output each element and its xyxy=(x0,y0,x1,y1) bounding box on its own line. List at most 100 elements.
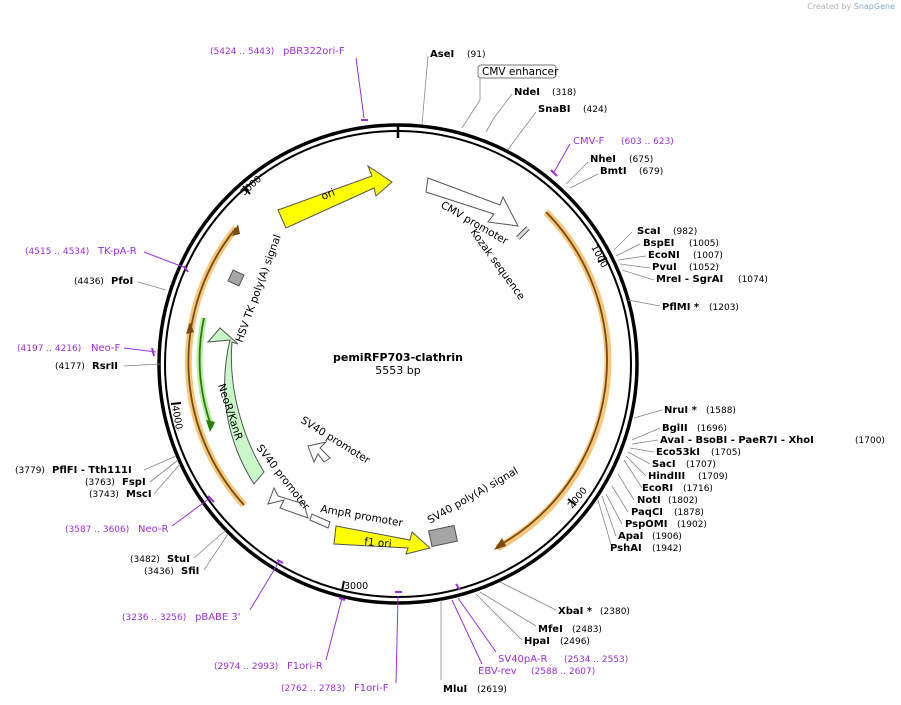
cmv-promoter-arrow xyxy=(425,177,519,227)
leader-nhei xyxy=(565,161,589,185)
primer-name-f1ori-r[interactable]: F1ori-R xyxy=(287,661,323,672)
enzyme-name-mlui[interactable]: MluI xyxy=(443,684,467,695)
primer-name-tk-pa-r[interactable]: TK-pA-R xyxy=(97,246,137,257)
enzyme-name-fspi[interactable]: FspI xyxy=(122,477,146,488)
primer-name-neo-r[interactable]: Neo-R xyxy=(138,524,169,535)
enzyme-name-mrei-sgrai[interactable]: MreI - SgrAI xyxy=(656,274,723,285)
kozak-box-fill xyxy=(516,226,530,240)
primer-name-cmv-f[interactable]: CMV-F xyxy=(573,136,604,147)
sv40-polya-label: SV40 poly(A) signal xyxy=(426,465,521,527)
enzyme-pos-xbai: (2380) xyxy=(600,607,630,617)
enzyme-pos-avai-group: (1700) xyxy=(855,436,885,446)
ampr-promoter-arrow xyxy=(309,513,331,529)
tick-label-5000: 5000 xyxy=(239,174,264,198)
tick-label-3000: 3000 xyxy=(344,581,368,592)
enzyme-name-sfii[interactable]: SfiI xyxy=(181,566,199,577)
enzyme-name-bmti[interactable]: BmtI xyxy=(600,166,627,177)
enzyme-pos-bmti: (679) xyxy=(639,167,663,177)
enzyme-name-asei[interactable]: AseI xyxy=(430,49,454,60)
primer-name-f1ori-f[interactable]: F1ori-F xyxy=(354,683,389,694)
enzyme-name-xbai[interactable]: XbaI * xyxy=(558,606,593,617)
enzyme-name-eco53ki[interactable]: Eco53kI xyxy=(656,447,700,458)
mark-neo-r xyxy=(207,495,215,503)
enzyme-pos-nhei: (675) xyxy=(629,155,653,165)
enzymes-left: (4436) PfoI (4177) RsrII (3779) PflFI - … xyxy=(15,276,199,577)
enzymes-right: AseI (91) NdeI (318) SnaBI (424) NheI (6… xyxy=(430,49,885,695)
enzyme-name-pshai[interactable]: PshAI xyxy=(610,543,642,554)
leader-asei xyxy=(421,55,429,125)
enzyme-name-bspei[interactable]: BspEI xyxy=(643,238,674,249)
leader-rsrii xyxy=(123,363,161,367)
tick-3000 xyxy=(341,580,345,592)
enzyme-name-mfei[interactable]: MfeI xyxy=(538,624,563,635)
enzyme-pos-rsrii: (4177) xyxy=(55,362,85,372)
primer-name-neo-f[interactable]: Neo-F xyxy=(91,343,121,354)
cmv-enhancer-leader xyxy=(461,78,481,129)
enzyme-name-pvui[interactable]: PvuI xyxy=(652,262,677,273)
leader-cmv-f xyxy=(553,143,571,173)
primer-range-sv40pa-r: (2534 .. 2553) xyxy=(564,655,628,665)
enzyme-name-nhei[interactable]: NheI xyxy=(590,154,616,165)
enzyme-pos-pvui: (1052) xyxy=(689,263,719,273)
tick-1000 xyxy=(597,257,608,263)
tick-label-4000: 4000 xyxy=(169,405,184,431)
primer-name-pbabe[interactable]: pBABE 3' xyxy=(195,612,241,623)
enzyme-name-pflfi[interactable]: PflFI - Tth111I xyxy=(52,465,132,476)
sv40-polya-box xyxy=(428,524,458,548)
plasmid-size: 5553 bp xyxy=(375,364,420,377)
enzyme-name-ndei[interactable]: NdeI xyxy=(514,87,540,98)
enzyme-name-pspomi[interactable]: PspOMI xyxy=(625,519,667,530)
neo-label: NeoR/KanR xyxy=(215,382,245,442)
leader-eco53ki xyxy=(629,447,655,453)
enzyme-pos-bspei: (1005) xyxy=(689,239,719,249)
enzyme-name-ecori[interactable]: EcoRI xyxy=(642,483,673,494)
enzyme-pos-fspi: (3763) xyxy=(85,478,115,488)
sv40-promoter-arrow-1 xyxy=(267,486,309,519)
primer-name-pbr322ori-f[interactable]: pBR322ori-F xyxy=(283,46,345,57)
enzyme-pos-econi: (1007) xyxy=(693,251,723,261)
enzyme-pos-noti: (1802) xyxy=(668,496,698,506)
enzyme-name-nrui[interactable]: NruI * xyxy=(664,405,698,416)
enzyme-name-avai-group[interactable]: AvaI - BsoBI - PaeR7I - XhoI xyxy=(660,435,814,446)
sv40-promoter-arrow-2 xyxy=(307,441,331,464)
enzyme-name-econi[interactable]: EcoNI xyxy=(648,250,680,261)
mark-cmv-f xyxy=(550,169,558,177)
enzyme-name-hindiii[interactable]: HindIII xyxy=(648,471,685,482)
ori-arrow xyxy=(277,164,393,229)
enzyme-name-bglii[interactable]: BglII xyxy=(662,423,688,434)
tick-4000 xyxy=(170,402,182,405)
enzyme-pos-eco53ki: (1705) xyxy=(711,448,741,458)
enzyme-name-saci[interactable]: SacI xyxy=(652,459,676,470)
leader-fspi xyxy=(149,459,179,483)
primer-name-ebv-rev[interactable]: EBV-rev xyxy=(478,666,517,677)
enzyme-name-pfoi[interactable]: PfoI xyxy=(111,276,133,287)
enzyme-name-apai[interactable]: ApaI xyxy=(618,531,643,542)
leader-scai xyxy=(613,231,633,251)
enzyme-name-rsrii[interactable]: RsrII xyxy=(92,361,118,372)
enzyme-name-stui[interactable]: StuI xyxy=(167,554,190,565)
primer-name-sv40pa-r[interactable]: SV40pA-R xyxy=(498,654,547,665)
enzyme-name-paqci[interactable]: PaqCI xyxy=(631,507,663,518)
orf-left-arrowhead xyxy=(232,224,240,236)
enzyme-name-pflmi[interactable]: PflMI * xyxy=(662,302,700,313)
mark-sv40pa-r xyxy=(455,583,461,591)
neo-arrow xyxy=(206,327,265,485)
enzyme-pos-pflfi: (3779) xyxy=(15,466,45,476)
leader-bmti xyxy=(569,173,599,189)
enzyme-name-noti[interactable]: NotI xyxy=(637,495,661,506)
enzyme-pos-hpai: (2496) xyxy=(560,637,590,647)
leader-ndei xyxy=(485,93,513,133)
tick-5000 xyxy=(242,185,251,195)
enzyme-pos-msci: (3743) xyxy=(89,490,119,500)
enzyme-pos-pfoi: (4436) xyxy=(74,277,104,287)
enzyme-name-hpai[interactable]: HpaI xyxy=(524,636,550,647)
enzyme-name-scai[interactable]: ScaI xyxy=(637,226,661,237)
enzyme-name-snabi[interactable]: SnaBI xyxy=(538,104,570,115)
f1-ori-label: f1 ori xyxy=(364,536,392,550)
orf-right-arc xyxy=(499,211,608,546)
primer-range-ebv-rev: (2588 .. 2607) xyxy=(531,667,595,677)
enzyme-name-msci[interactable]: MscI xyxy=(126,489,152,500)
leader-f1ori-f xyxy=(395,595,399,684)
leader-ebv-rev xyxy=(451,599,483,665)
enzyme-pos-mlui: (2619) xyxy=(477,685,507,695)
